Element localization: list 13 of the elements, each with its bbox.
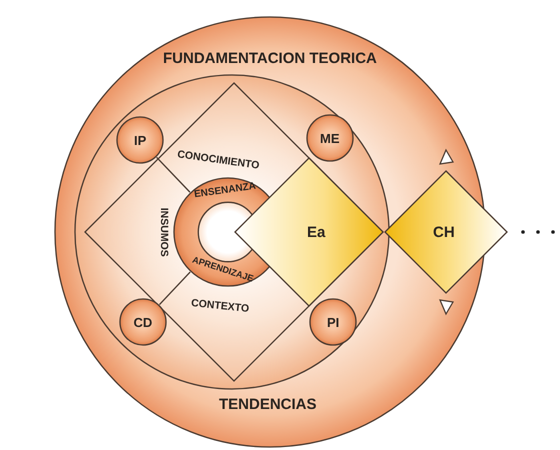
ring-label: TENDENCIAS [219,396,317,412]
connector-line [159,272,191,305]
quadrant-label: CONTEXTO [190,298,250,314]
ring-label: ENSENANZA [194,182,257,200]
connector-line [156,156,190,193]
circle-label: ME [320,132,340,144]
circle-label: CD [134,316,152,328]
diamond-label: CH [433,224,455,240]
diamond-label: Ea [307,224,326,240]
circle-label: IP [134,134,146,146]
quadrant-label: INSUMOS [158,207,168,256]
circle-label: PI [327,316,340,328]
ring-label: FUNDAMENTACION TEORICA [163,50,377,66]
